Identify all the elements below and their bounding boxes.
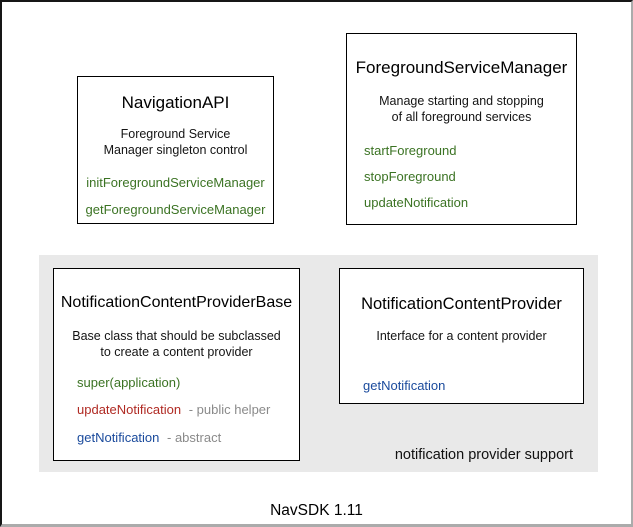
- notification-content-provider-base-description-line2: to create a content provider: [100, 345, 253, 359]
- notification-content-provider-base-description-line1: Base class that should be subclassed: [72, 329, 281, 343]
- notification-provider-support-panel: NotificationContentProviderBase Base cla…: [39, 255, 598, 472]
- method-update-notification: updateNotification: [364, 195, 469, 210]
- method-get-notification-abstract-name: getNotification: [77, 430, 160, 445]
- navigation-api-description-line1: Foreground Service: [120, 127, 231, 141]
- method-super-application: super(application): [77, 375, 180, 390]
- foreground-service-manager-description: Manage starting and stopping of all fore…: [347, 93, 576, 125]
- method-get-foreground-service-manager: getForegroundServiceManager: [85, 202, 266, 217]
- method-get-notification-abstract-annotation: - abstract: [167, 430, 222, 445]
- notification-content-provider-title: NotificationContentProvider: [361, 295, 562, 313]
- navigation-api-description-line2: Manager singleton control: [103, 143, 248, 157]
- method-super-application-name: super(application): [77, 375, 181, 390]
- method-start-foreground: startForeground: [364, 143, 457, 158]
- method-init-foreground-service-manager: initForegroundServiceManager: [86, 175, 265, 190]
- navsdk-version-caption: NavSDK 1.11: [270, 502, 363, 519]
- method-stop-foreground: stopForeground: [364, 169, 456, 184]
- navigation-api-title: NavigationAPI: [121, 93, 230, 112]
- method-update-notification-helper: updateNotification - public helper: [77, 402, 270, 417]
- notification-content-provider-description: Interface for a content provider: [340, 328, 583, 344]
- class-box-navigation-api: NavigationAPI Foreground Service Manager…: [77, 76, 274, 224]
- foreground-service-manager-description-line1: Manage starting and stopping: [379, 94, 544, 108]
- notification-content-provider-base-description: Base class that should be subclassed to …: [54, 328, 299, 360]
- method-update-notification-helper-annotation: - public helper: [188, 402, 271, 417]
- foreground-service-manager-title: ForegroundServiceManager: [355, 58, 568, 77]
- notification-content-provider-base-title: NotificationContentProviderBase: [60, 294, 293, 311]
- class-box-foreground-service-manager: ForegroundServiceManager Manage starting…: [346, 33, 577, 225]
- foreground-service-manager-description-line2: of all foreground services: [391, 110, 532, 124]
- method-update-notification-helper-name: updateNotification: [77, 402, 182, 417]
- method-get-notification-abstract: getNotification - abstract: [77, 430, 221, 445]
- notification-content-provider-description-line1: Interface for a content provider: [376, 329, 547, 343]
- class-box-notification-content-provider: NotificationContentProvider Interface fo…: [339, 268, 584, 404]
- method-get-notification: getNotification: [363, 378, 446, 393]
- notification-provider-support-label: notification provider support: [394, 447, 573, 463]
- class-box-notification-content-provider-base: NotificationContentProviderBase Base cla…: [53, 268, 300, 461]
- navigation-api-description: Foreground Service Manager singleton con…: [78, 126, 273, 158]
